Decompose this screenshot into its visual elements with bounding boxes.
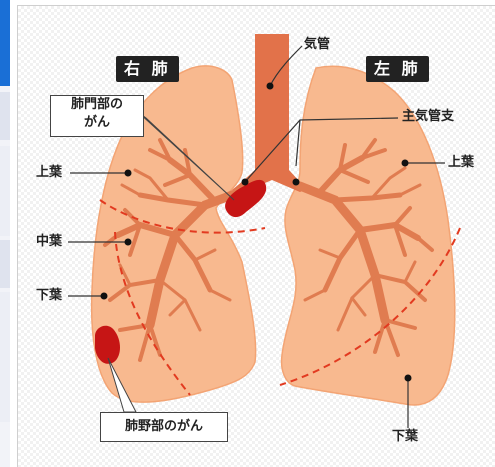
label-trachea: 気管 bbox=[304, 38, 330, 51]
label-main-bronchus: 主気管支 bbox=[402, 110, 454, 123]
peripheral-cancer-callout: 肺野部のがん bbox=[100, 412, 228, 442]
peripheral-cancer-label: 肺野部のがん bbox=[125, 419, 203, 434]
right-lung-title: 右 肺 bbox=[116, 56, 179, 82]
label-right-upper-lobe: 上葉 bbox=[36, 166, 62, 179]
hilar-cancer-callout: 肺門部の がん bbox=[50, 95, 144, 137]
left-lung-title: 左 肺 bbox=[366, 56, 429, 82]
label-right-middle-lobe: 中葉 bbox=[36, 235, 62, 248]
hilar-cancer-label-line2: がん bbox=[51, 114, 143, 132]
label-right-lower-lobe: 下葉 bbox=[36, 289, 62, 302]
hilar-cancer-label-line1: 肺門部の bbox=[51, 96, 143, 114]
label-left-lower-lobe: 下葉 bbox=[392, 430, 418, 443]
trachea bbox=[255, 34, 289, 174]
label-left-upper-lobe: 上葉 bbox=[448, 156, 474, 169]
